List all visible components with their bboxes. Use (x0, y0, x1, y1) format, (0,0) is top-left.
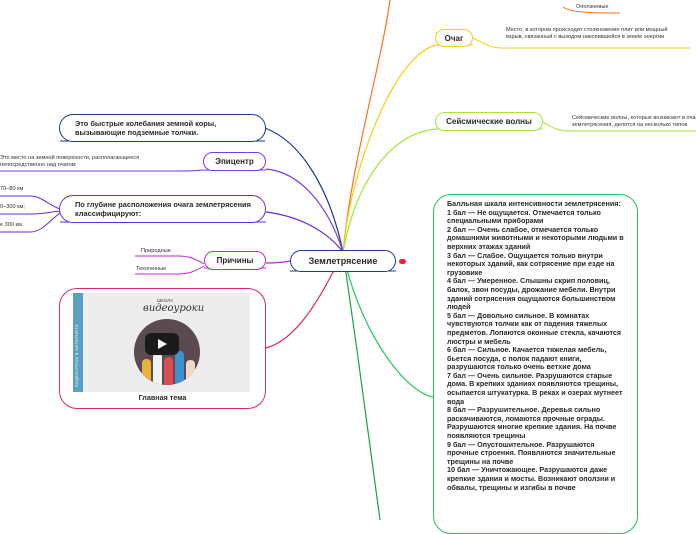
scale-line: 6 бал — Сильное. Качается тяжелая мебель… (447, 345, 607, 372)
scale-line: 4 бал — Умеренное. Слышны скрип половиц,… (447, 276, 616, 312)
seismic-waves-description: Сейсмические волны, которые возникают в … (572, 115, 696, 128)
cause-item-natural: Природные (141, 248, 171, 254)
play-button-icon[interactable] (145, 333, 179, 355)
seismic-waves-node[interactable]: Сейсмические волны (435, 112, 543, 131)
definition-text: Это быстрые колебания земной коры, вызыв… (75, 119, 217, 137)
scale-line: 5 бал — Довольно сильное. В комнатах чув… (447, 310, 622, 346)
video-caption: Главная тема (138, 393, 187, 402)
depth-item: 70–80 км (0, 186, 24, 192)
depth-classification-node[interactable]: По глубине расположения очага землетрясе… (59, 195, 266, 223)
scale-line: 1 бал — Не ощущается. Отмечается только … (447, 207, 601, 226)
cause-item-technogenic: Техогенные (136, 266, 167, 272)
scale-line: 2 бал — Очень слабое, отмечается только … (447, 224, 624, 251)
intensity-scale-node[interactable] (433, 194, 638, 534)
central-topic-label: Землетрясение (308, 256, 378, 266)
focus-label: Очаг (444, 33, 464, 43)
focus-node[interactable]: Очаг (435, 29, 473, 47)
scale-line: 10 бал — Уничтожающее. Разрушаются даже … (447, 465, 616, 492)
scale-line: Балльная шкала интенсивности землетрясен… (447, 199, 621, 208)
video-thumbnail[interactable]: ВИДЕОУРОКИ В ИНТЕРНЕТЕ ШКОЛА видеоуроки (73, 293, 250, 392)
video-brand-small: ШКОЛА (157, 298, 174, 303)
depth-item: е 300 км. (0, 222, 24, 228)
video-side-strip: ВИДЕОУРОКИ В ИНТЕРНЕТЕ (73, 293, 83, 392)
scale-line: 8 бал — Разрушительное. Деревья сильно р… (447, 405, 617, 441)
scale-line: 3 бал — Слабое. Ощущается только внутри … (447, 250, 615, 277)
causes-label: Причины (216, 256, 254, 265)
scale-line: 7 бал — Очень сильное. Разрушаются стары… (447, 370, 623, 406)
intensity-scale-text: Балльная шкала интенсивности землетрясен… (447, 199, 625, 492)
marker-dot (399, 259, 406, 264)
central-topic[interactable]: Землетрясение (290, 250, 396, 272)
epicenter-label: Эпицентр (215, 157, 254, 166)
causes-node[interactable]: Причины (204, 251, 266, 270)
depth-classification-text: По глубине расположения очага землетрясе… (75, 200, 251, 218)
top-item-landslide: Оползневые (576, 4, 609, 10)
seismic-waves-label: Сейсмические волны (446, 117, 532, 126)
video-brand-title: видеоуроки (143, 303, 205, 314)
epicenter-node[interactable]: Эпицентр (203, 152, 266, 171)
definition-node[interactable]: Это быстрые колебания земной коры, вызыв… (59, 114, 266, 142)
video-strip-text: ВИДЕОУРОКИ В ИНТЕРНЕТЕ (74, 323, 79, 387)
epicenter-description: Это место на земной поверхности, распола… (0, 155, 140, 168)
depth-item: 0–300 км; (0, 204, 25, 210)
scale-line: 9 бал — Опустошительное. Разрушаются про… (447, 439, 616, 466)
focus-description: Место, в котором происходит столкновение… (506, 27, 668, 40)
